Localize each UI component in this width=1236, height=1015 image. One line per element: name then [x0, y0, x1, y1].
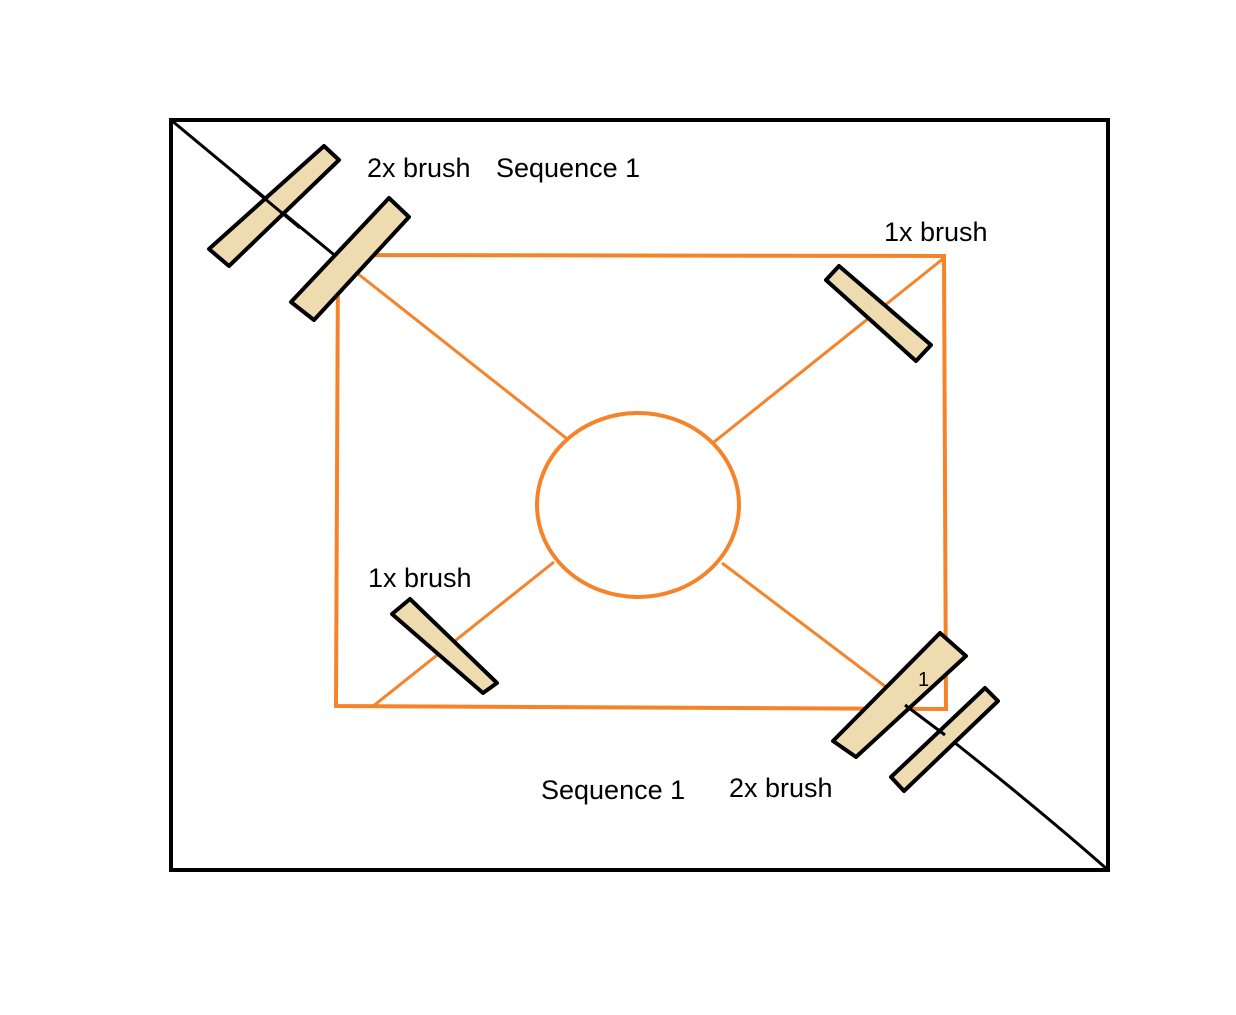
outer-frame [169, 118, 1110, 872]
label-bottom-right-brush: 2x brush [729, 773, 833, 803]
brush-bottom-left [390, 597, 499, 695]
top-left-diagonal-through-brush [239, 176, 301, 230]
diagonal-bottom-right [944, 733, 1109, 872]
brush-bottom-right-inner [831, 631, 968, 759]
connector-bottom-left [371, 560, 555, 709]
brush-top-left-inner [289, 196, 411, 322]
brush-bottom-right-outer [889, 686, 1000, 793]
label-bottom-right-marker: 1 [918, 669, 929, 691]
label-top-right-brush: 1x brush [884, 217, 988, 247]
connector-bottom-right [721, 561, 891, 692]
label-bottom-left-brush: 1x brush [368, 563, 472, 593]
connector-top-right [713, 256, 945, 444]
brush-top-right [824, 264, 933, 363]
label-top-left-sequence: Sequence 1 [496, 153, 640, 183]
center-circle [535, 411, 741, 599]
connector-top-left [337, 256, 567, 440]
bottom-right-diagonal-through-brush [904, 703, 946, 737]
label-top-left-brush: 2x brush [367, 153, 471, 183]
inner-frame [333, 252, 949, 712]
label-bottom-sequence: Sequence 1 [541, 775, 685, 805]
